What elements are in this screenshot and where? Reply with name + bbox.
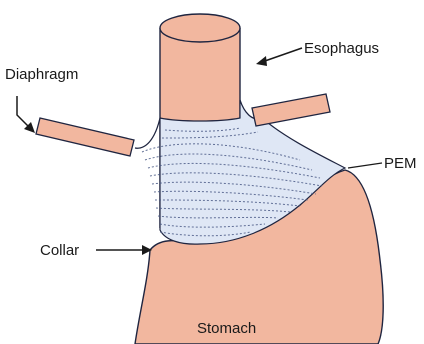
arrow-esophagus	[256, 48, 302, 66]
pem-leader-line	[348, 163, 382, 168]
diaphragm-right-crus	[252, 94, 330, 126]
label-diaphragm: Diaphragm	[5, 66, 78, 83]
label-pem: PEM	[384, 155, 417, 172]
arrow-collar	[96, 245, 152, 255]
label-stomach: Stomach	[197, 320, 256, 337]
diaphragm-left-crus	[36, 118, 134, 156]
label-collar: Collar	[40, 242, 79, 259]
label-esophagus: Esophagus	[304, 40, 379, 57]
arrow-diaphragm	[17, 96, 35, 133]
